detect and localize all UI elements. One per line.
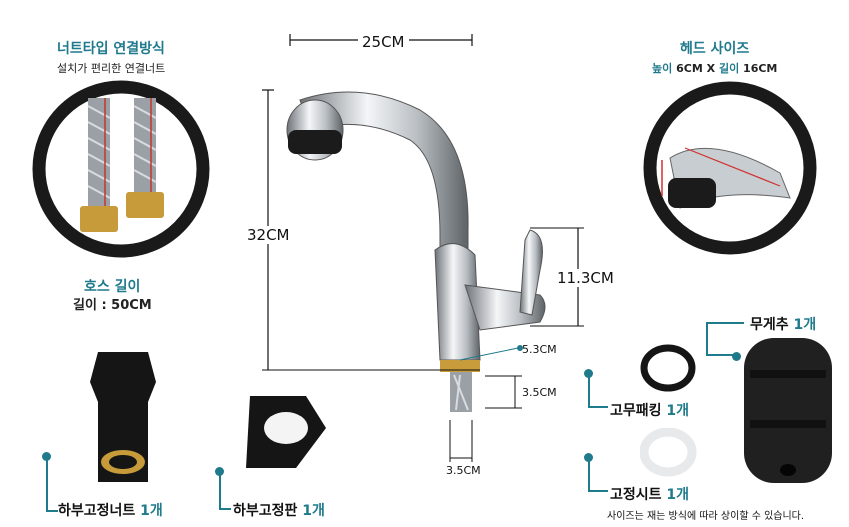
fix-sheet-count: 1개 bbox=[666, 487, 690, 503]
bottom-plate-label: 하부고정판 1개 bbox=[233, 500, 325, 520]
bottom-nut-image bbox=[90, 352, 156, 482]
head-x: X bbox=[706, 62, 716, 75]
bottom-plate-image bbox=[246, 396, 326, 468]
hose-length-title: 호스 길이 bbox=[84, 279, 141, 295]
nut-connection-subtitle: 설치가 편리한 연결너트 bbox=[57, 62, 166, 75]
bottom-nut-count: 1개 bbox=[140, 503, 163, 519]
base-diameter-dimension: 5.3CM bbox=[522, 343, 557, 356]
rubber-packing-label: 고무패킹 1개 bbox=[610, 400, 689, 420]
hose-length-value: 길이 : 50CM bbox=[73, 298, 152, 313]
rubber-packing-image bbox=[640, 344, 696, 392]
bottom-plate-name: 하부고정판 bbox=[233, 503, 298, 519]
weight-name: 무게추 bbox=[750, 317, 789, 333]
rubber-packing-name: 고무패킹 bbox=[610, 403, 662, 419]
width-dimension: 25CM bbox=[358, 33, 409, 51]
weight-image bbox=[744, 338, 832, 483]
bottom-plate-count: 1개 bbox=[302, 503, 325, 519]
fix-sheet-name: 고정시트 bbox=[610, 487, 662, 503]
weight-label: 무게추 1개 bbox=[750, 314, 816, 334]
thread-length-dimension: 3.5CM bbox=[522, 386, 557, 399]
thread-width-dimension: 3.5CM bbox=[446, 464, 481, 477]
fix-sheet-label: 고정시트 1개 bbox=[610, 484, 689, 504]
size-disclaimer: 사이즈는 재는 방식에 따라 상이할 수 있습니다. bbox=[607, 511, 805, 522]
handle-height-dimension: 11.3CM bbox=[555, 269, 616, 287]
head-length-label: 길이 bbox=[718, 62, 740, 75]
weight-count: 1개 bbox=[793, 317, 817, 333]
head-height-label: 높이 bbox=[652, 62, 673, 75]
bottom-nut-name: 하부고정너트 bbox=[58, 503, 136, 519]
head-height-value: 6CM bbox=[676, 62, 703, 75]
head-size-detail: 높이 6CM X 길이 16CM bbox=[652, 60, 777, 76]
height-dimension: 32CM bbox=[245, 226, 292, 244]
nut-connection-title: 너트타입 연결방식 bbox=[57, 41, 165, 57]
bottom-nut-label: 하부고정너트 1개 bbox=[58, 500, 163, 520]
rubber-packing-count: 1개 bbox=[666, 403, 690, 419]
fix-sheet-image bbox=[640, 428, 697, 477]
head-size-image bbox=[643, 81, 817, 255]
hose-connection-image bbox=[32, 80, 210, 258]
head-size-title: 헤드 사이즈 bbox=[680, 41, 750, 57]
head-length-value: 16CM bbox=[743, 62, 778, 75]
